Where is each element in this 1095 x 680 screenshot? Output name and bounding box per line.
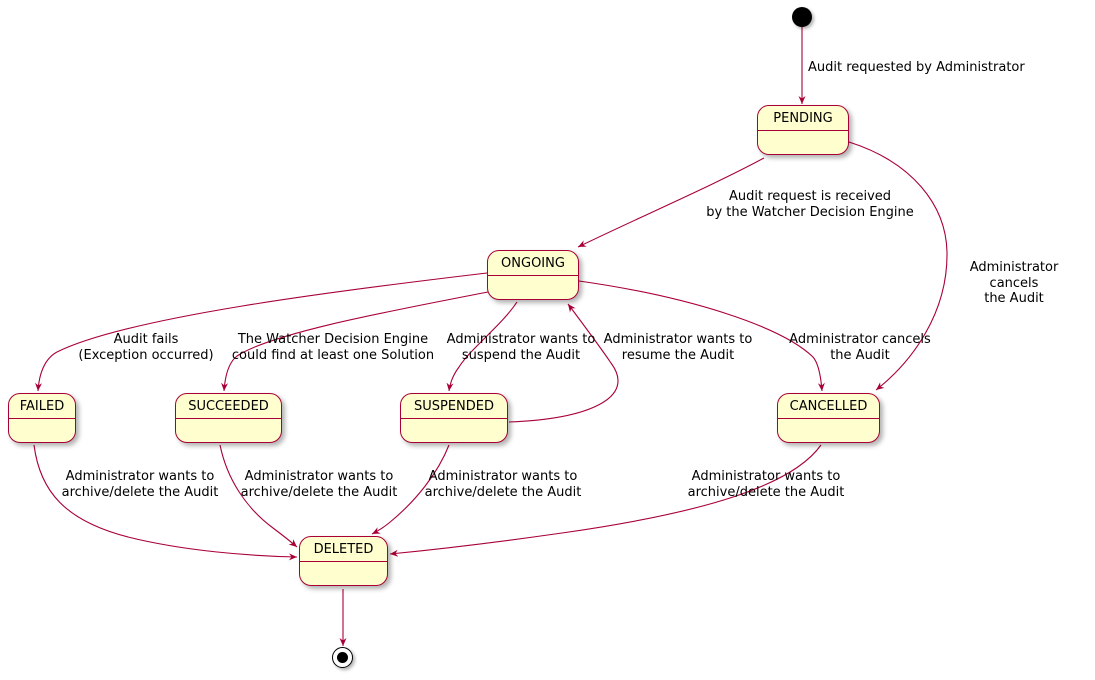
edge-label-failed-deleted: Administrator wants to archive/delete th… (61, 469, 219, 500)
state-ongoing: ONGOING (487, 250, 579, 300)
state-failed: FAILED (8, 393, 76, 443)
edge-suspended-to-ongoing (508, 303, 619, 423)
final-state (332, 647, 353, 668)
edge-label-succeeded-deleted: Administrator wants to archive/delete th… (240, 469, 398, 500)
initial-state (792, 7, 812, 27)
edge-ongoing-to-suspended (446, 301, 518, 392)
state-ongoing-body (488, 276, 578, 299)
edge-succeeded-to-deleted (219, 444, 298, 548)
edge-label-initial-pending: Audit requested by Administrator (808, 60, 1025, 75)
state-succeeded: SUCCEEDED (175, 393, 282, 443)
state-suspended-label: SUSPENDED (401, 394, 507, 419)
state-succeeded-body (176, 419, 281, 442)
edge-suspended-to-deleted (371, 444, 450, 535)
state-cancelled-label: CANCELLED (778, 394, 879, 419)
edge-label-suspended-ongoing: Administrator wants to resume the Audit (603, 332, 753, 363)
edge-ongoing-to-succeeded (221, 291, 489, 392)
edge-label-ongoing-succeeded: The Watcher Decision Engine could find a… (231, 332, 435, 363)
edge-pending-to-ongoing (577, 157, 765, 248)
edge-label-pending-ongoing: Audit request is received by the Watcher… (706, 189, 914, 220)
state-pending-body (758, 131, 848, 154)
edge-label-ongoing-cancelled: Administrator cancels the Audit (789, 332, 931, 363)
edge-label-ongoing-suspended: Administrator wants to suspend the Audit (446, 332, 596, 363)
state-suspended: SUSPENDED (400, 393, 508, 443)
edge-cancelled-to-deleted (389, 444, 822, 557)
edge-ongoing-to-cancelled (578, 280, 825, 392)
state-suspended-body (401, 419, 507, 442)
edge-failed-to-deleted (33, 444, 298, 561)
state-deleted-body (300, 562, 387, 585)
edge-label-cancelled-deleted: Administrator wants to archive/delete th… (687, 469, 845, 500)
state-ongoing-label: ONGOING (488, 251, 578, 276)
edge-label-ongoing-failed: Audit fails (Exception occurred) (78, 332, 214, 363)
state-failed-label: FAILED (9, 394, 75, 419)
state-failed-body (9, 419, 75, 442)
state-cancelled: CANCELLED (777, 393, 880, 443)
edge-label-suspended-deleted: Administrator wants to archive/delete th… (424, 469, 582, 500)
edge-label-pending-cancelled: Administrator cancels the Audit (969, 260, 1059, 306)
final-state-dot (337, 652, 348, 663)
state-pending-label: PENDING (758, 106, 848, 131)
state-deleted-label: DELETED (300, 537, 387, 562)
state-pending: PENDING (757, 105, 849, 155)
state-succeeded-label: SUCCEEDED (176, 394, 281, 419)
edge-pending-to-cancelled (848, 141, 948, 391)
state-deleted: DELETED (299, 536, 388, 586)
state-cancelled-body (778, 419, 879, 442)
edge-ongoing-to-failed (35, 272, 488, 392)
